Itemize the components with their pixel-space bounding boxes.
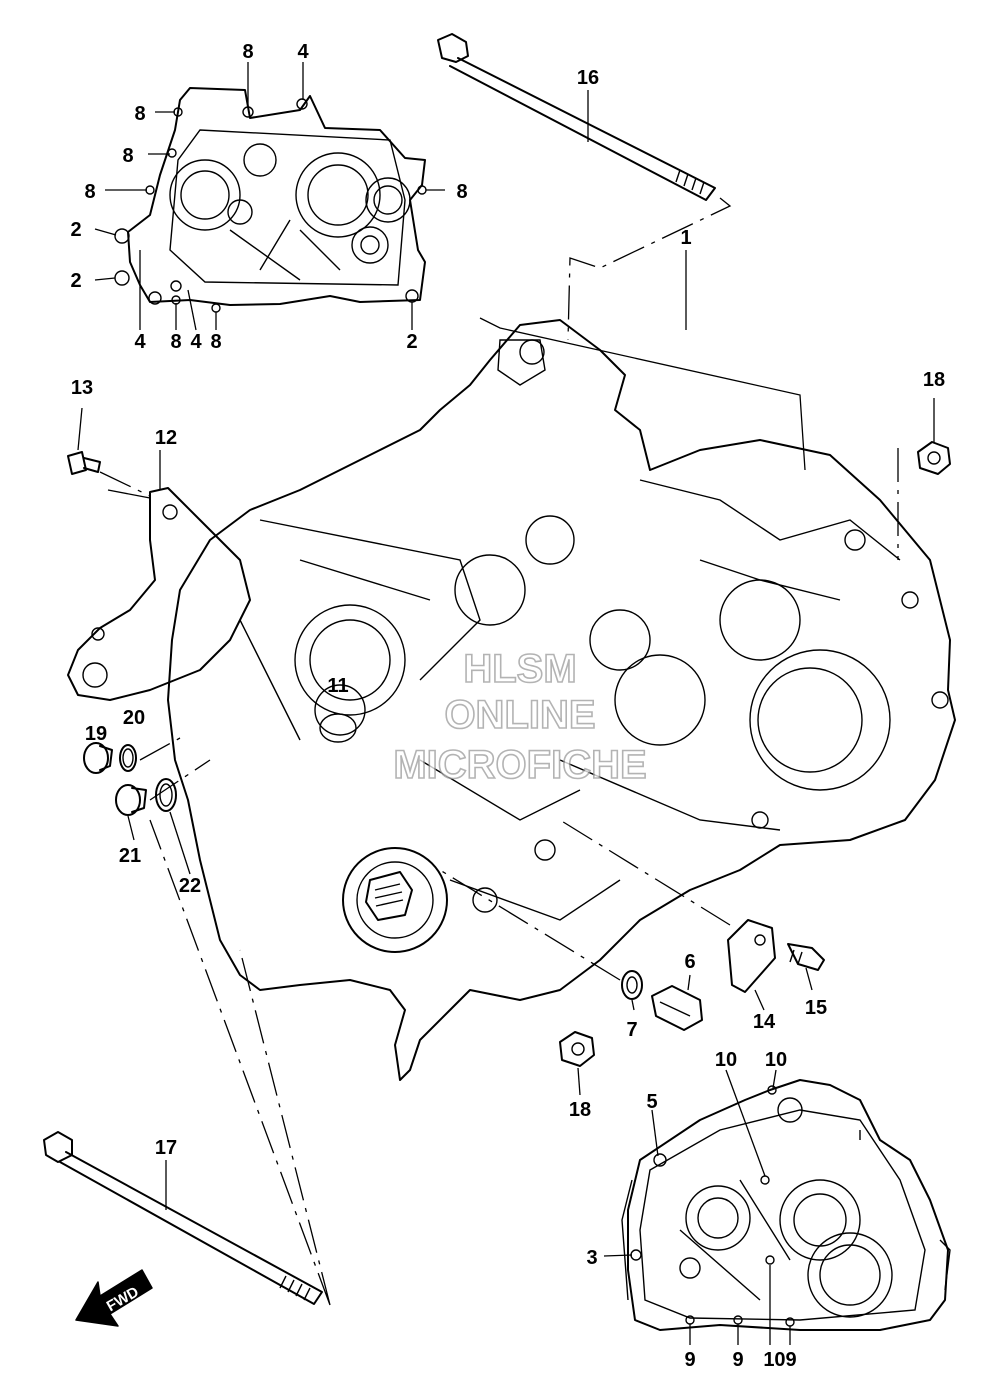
- callout-9: 9: [732, 1349, 743, 1371]
- bolt-6: [651, 985, 703, 1031]
- plug-21: [115, 784, 147, 816]
- gasket-22: [155, 778, 177, 812]
- callout-18: 18: [569, 1099, 591, 1121]
- lower-view-leaders: [603, 1069, 791, 1345]
- watermark-line-2: ONLINE: [444, 693, 595, 737]
- callout-8: 8: [84, 181, 95, 203]
- callout-5: 5: [646, 1091, 657, 1113]
- callout-10: 10: [715, 1049, 737, 1071]
- callout-6: 6: [684, 951, 695, 973]
- callout-10: 10: [765, 1049, 787, 1071]
- callout-13: 13: [71, 377, 93, 399]
- callout-4: 4: [297, 41, 309, 63]
- bolt-13: [67, 451, 101, 475]
- nut-18-lower: [559, 1031, 595, 1067]
- callout-4: 4: [190, 331, 202, 353]
- callout-18: 18: [923, 369, 945, 391]
- callout-109: 109: [763, 1349, 796, 1371]
- washer-7: [621, 970, 643, 1000]
- callout-8: 8: [242, 41, 253, 63]
- crankcase-cover-lower-view: [621, 1079, 951, 1331]
- callout-14: 14: [753, 1011, 776, 1033]
- callout-2: 2: [70, 219, 81, 241]
- upper-view-leaders: [94, 62, 445, 331]
- callout-1-bracket: [479, 250, 806, 471]
- callout-9: 9: [684, 1349, 695, 1371]
- nut-18-upper: [917, 441, 951, 475]
- gasket-20: [119, 744, 137, 772]
- watermark-line-1: HLSM: [463, 647, 576, 691]
- watermark: HLSM ONLINE MICROFICHE: [393, 646, 648, 788]
- callout-8: 8: [210, 331, 221, 353]
- callout-17: 17: [155, 1137, 177, 1159]
- callout-4: 4: [134, 331, 146, 353]
- callout-12: 12: [155, 427, 177, 449]
- callout-8: 8: [456, 181, 467, 203]
- callout-8: 8: [134, 103, 145, 125]
- callout-19: 19: [85, 723, 107, 745]
- bolt-17: [43, 1131, 323, 1305]
- callout-labels: 8 4 8 8 8 8 2 2 4 8 4 8 2 16 1 13 12 18 …: [70, 41, 945, 1371]
- callout-22: 22: [179, 875, 201, 897]
- bolt-15: [787, 943, 825, 971]
- crankcase-main: [167, 319, 956, 1081]
- callout-8: 8: [122, 145, 133, 167]
- fwd-arrow-icon: FWD: [75, 1269, 153, 1327]
- callout-8: 8: [170, 331, 181, 353]
- callout-20: 20: [123, 707, 145, 729]
- crankcase-cover-upper-view: [114, 87, 427, 313]
- plug-19: [83, 742, 113, 774]
- bracket-12: [67, 487, 251, 701]
- callout-2: 2: [70, 270, 81, 292]
- callout-11: 11: [327, 675, 348, 697]
- callout-1: 1: [680, 227, 691, 249]
- callout-2: 2: [406, 331, 417, 353]
- callout-15: 15: [805, 997, 827, 1019]
- plate-14: [727, 919, 776, 993]
- callout-16: 16: [577, 67, 599, 89]
- callout-7: 7: [626, 1019, 637, 1041]
- watermark-line-3: MICROFICHE: [393, 743, 646, 787]
- callout-21: 21: [119, 845, 141, 867]
- bolt-16: [437, 33, 716, 201]
- callout-3: 3: [586, 1247, 597, 1269]
